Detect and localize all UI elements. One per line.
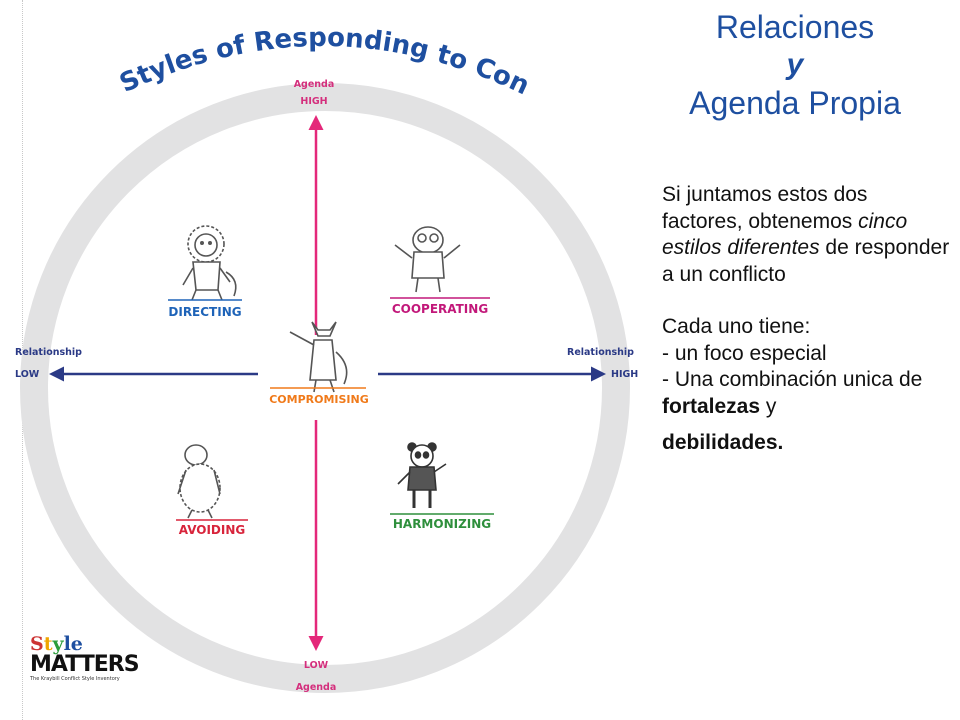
diagram-title: Five Styles of Responding to Conflict <box>0 0 534 103</box>
relationship-high-label-1: Relationship <box>567 347 634 358</box>
style-avoiding: AVOIDING <box>179 523 246 537</box>
owl-icon <box>394 226 461 293</box>
paragraph-1: Si juntamos estos dos factores, obtenemo… <box>662 183 950 286</box>
slide-heading: Relaciones y Agenda Propia <box>640 8 950 122</box>
paragraph-2-intro: Cada uno tiene: <box>662 315 811 338</box>
relationship-low-label-1: Relationship <box>15 347 82 358</box>
text-panel: Relaciones y Agenda Propia Si juntamos e… <box>640 0 958 720</box>
style-cooperating: COOPERATING <box>392 302 488 316</box>
relationship-high-label-2: HIGH <box>611 369 638 380</box>
turtle-icon <box>177 444 221 519</box>
lion-icon <box>182 225 237 301</box>
agenda-low-label-2: Agenda <box>296 682 337 693</box>
fox-icon <box>289 321 348 393</box>
style-compromising: COMPROMISING <box>269 393 369 406</box>
agenda-high-label-2: HIGH <box>300 96 327 107</box>
heading-line-2: y <box>786 48 804 81</box>
logo-tagline: The Kraybill Conflict Style Inventory <box>30 676 120 682</box>
style-directing: DIRECTING <box>168 305 241 319</box>
logo-matters-word: MATTERS <box>30 652 140 677</box>
relationship-low-label-2: LOW <box>15 369 40 380</box>
agenda-high-label-1: Agenda <box>294 79 335 90</box>
outer-ring <box>20 83 630 693</box>
heading-line-3: Agenda Propia <box>689 85 901 121</box>
list-item-combination: - Una combinación unica de fortalezas y … <box>662 368 923 454</box>
panda-icon <box>397 442 447 508</box>
conflict-styles-diagram: Five Styles of Responding to Conflict Ag… <box>0 0 638 693</box>
list-item-focus: - un foco especial <box>662 341 827 365</box>
agenda-low-label-1: LOW <box>304 660 329 671</box>
body-text: Si juntamos estos dos factores, obtenemo… <box>662 182 952 457</box>
heading-line-1: Relaciones <box>715 9 875 45</box>
style-harmonizing: HARMONIZING <box>393 517 491 531</box>
logo-style-word: Style <box>30 633 83 655</box>
style-matters-logo: Style MATTERS The Kraybill Conflict Styl… <box>30 633 140 694</box>
